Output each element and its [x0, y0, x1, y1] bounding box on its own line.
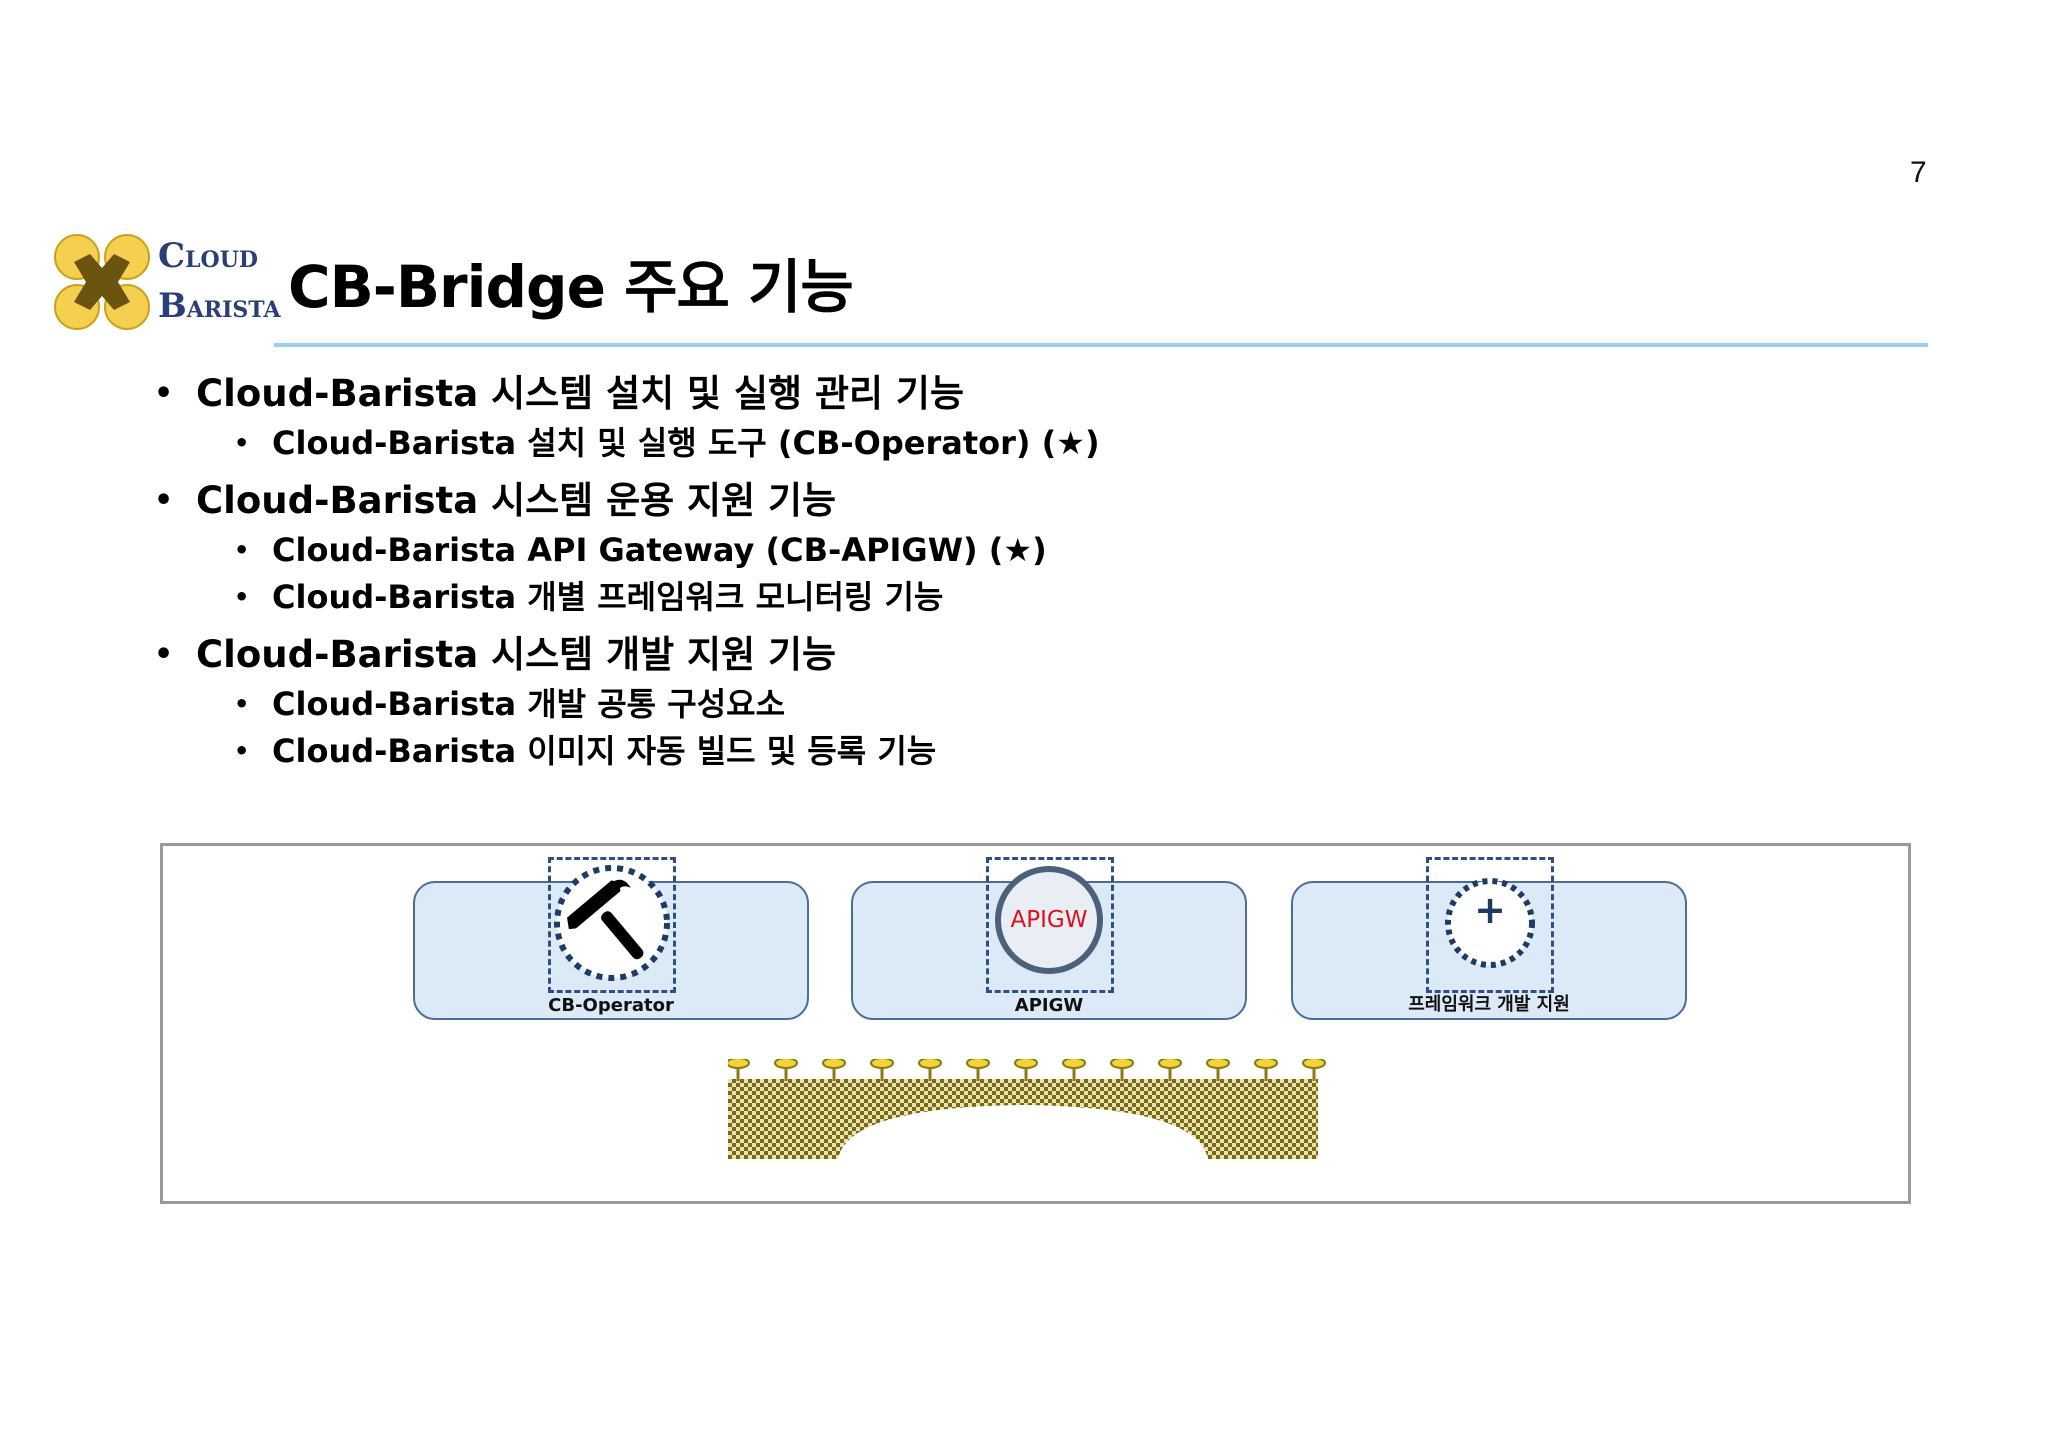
- bullet-operations-support: Cloud-Barista 시스템 운용 지원 기능: [154, 475, 1100, 527]
- card-apigw: APIGW APIGW: [851, 857, 1247, 1020]
- title-underline: [274, 343, 1928, 347]
- feature-list: Cloud-Barista 시스템 설치 및 실행 관리 기능 Cloud-Ba…: [154, 360, 1100, 775]
- page-number: 7: [1910, 156, 1927, 189]
- bridge-icon: [728, 1059, 1326, 1159]
- logo-word-barista: BARISTA: [158, 286, 281, 326]
- page-title: CB-Bridge 주요 기능: [288, 253, 854, 321]
- framework-dev-icon-frame: +: [1426, 857, 1554, 993]
- card-label-apigw: APIGW: [1014, 995, 1084, 1016]
- sub-bullet-image-auto-build: Cloud-Barista 이미지 자동 빌드 및 등록 기능: [154, 728, 1100, 775]
- cloud-barista-logo-icon: [54, 234, 150, 330]
- sub-bullet-common-components: Cloud-Barista 개발 공통 구성요소: [154, 681, 1100, 728]
- plus-icon: +: [1474, 888, 1506, 932]
- card-label-cb-operator: CB-Operator: [548, 995, 674, 1016]
- sub-bullet-framework-monitoring: Cloud-Barista 개별 프레임워크 모니터링 기능: [154, 574, 1100, 621]
- sub-bullet-cb-operator: Cloud-Barista 설치 및 실행 도구 (CB-Operator) (…: [154, 420, 1100, 467]
- bullet-development-support: Cloud-Barista 시스템 개발 지원 기능: [154, 629, 1100, 681]
- card-label-framework-dev-support: 프레임워크 개발 지원: [1408, 994, 1570, 1015]
- hammer-icon: [554, 865, 670, 981]
- logo-word-cloud: CLOUD: [158, 236, 258, 276]
- cb-bridge-diagram: CB-Operator APIGW APIGW + 프레임워크 개발 지원: [160, 843, 1911, 1204]
- apigw-icon: APIGW: [995, 866, 1103, 974]
- apigw-icon-frame: APIGW: [986, 857, 1114, 993]
- card-cb-operator: CB-Operator: [413, 857, 809, 1020]
- cb-operator-icon-frame: [548, 857, 676, 993]
- card-framework-dev-support: + 프레임워크 개발 지원: [1291, 857, 1687, 1020]
- bullet-install-management: Cloud-Barista 시스템 설치 및 실행 관리 기능: [154, 368, 1100, 420]
- dotted-circle-icon: [1445, 878, 1535, 968]
- sub-bullet-api-gateway: Cloud-Barista API Gateway (CB-APIGW) (★): [154, 527, 1100, 574]
- cloud-barista-logo: CLOUD BARISTA: [52, 228, 281, 340]
